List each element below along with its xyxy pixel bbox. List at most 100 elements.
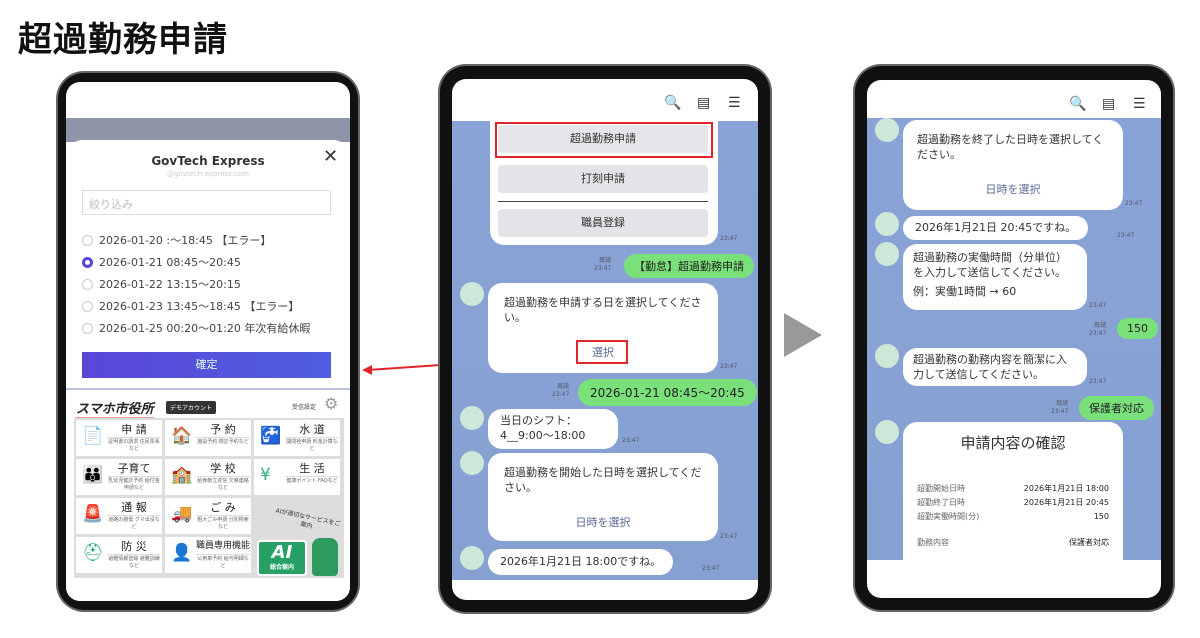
timestamp: 23:47 [1089, 378, 1107, 385]
tile-name: 学 校 [196, 461, 250, 477]
rich-menu: 超過勤務申請 打刻申請 職員登録 [490, 121, 718, 245]
timestamp: 23:47 [1117, 232, 1135, 239]
message-example: 例：実働1時間 → 60 [913, 285, 1017, 298]
confirm-button[interactable]: 確定 [82, 352, 331, 378]
bot-message: 超過勤務を開始した日時を選択してください。 日時を選択 [488, 453, 718, 541]
my-message: 保護者対応 [1079, 396, 1154, 420]
close-icon[interactable]: ✕ [323, 146, 339, 167]
ai-label: AI [271, 542, 293, 563]
select-link[interactable]: 選択 [592, 346, 614, 359]
service-tile[interactable]: 🚚ご み粗大ごみ申請 分別検索など [165, 498, 251, 534]
my-message: 150 [1117, 318, 1158, 339]
service-icon: 🚰 [260, 426, 282, 446]
row-value: 150 [1093, 512, 1109, 521]
option-label: 2026-01-25 00:20〜01:20 年次有給休暇 [99, 322, 311, 335]
menu-icon[interactable]: ☰ [728, 95, 741, 111]
gear-icon[interactable]: ⚙ [324, 394, 339, 413]
bot-message: 超過勤務を終了した日時を選択してください。 日時を選択 [903, 120, 1123, 210]
city-logo: スマホ市役所 [76, 398, 154, 419]
select-modal: GovTech Express @govtech-express.com ✕ 絞… [68, 140, 348, 388]
bot-avatar [875, 242, 899, 266]
service-tile[interactable]: 🚰水 道開閉栓申請 料金計算など [254, 420, 340, 456]
radio-icon[interactable] [82, 278, 93, 290]
service-tile[interactable]: 👪子育て乳幼児健診予約 給付金申請など [76, 459, 162, 495]
service-icon: 🚨 [82, 504, 104, 524]
radio-option[interactable]: 2026-01-23 13:45〜18:45 【エラー】 [82, 298, 299, 314]
bot-avatar [460, 406, 484, 430]
radio-icon[interactable] [82, 256, 93, 268]
service-tile[interactable]: 🏫学 校給食献立返信 欠席連絡など [165, 459, 251, 495]
tile-name: 予 約 [196, 422, 250, 438]
service-tile[interactable]: ¥生 活健康ポイント FAQなど [254, 459, 340, 495]
datetime-link[interactable]: 日時を選択 [985, 183, 1041, 196]
row-value: 保護者対応 [1069, 538, 1109, 547]
radio-option[interactable]: 2026-01-20 :〜18:45 【エラー】 [82, 232, 271, 248]
document-icon[interactable]: ▤ [697, 95, 711, 111]
service-icon: 📄 [82, 426, 104, 446]
service-tile[interactable]: ⛑防 災避難情報登録 避難訓練など [76, 537, 162, 573]
phone-left: GovTech Express @govtech-express.com ✕ 絞… [58, 73, 358, 610]
bot-avatar [875, 212, 899, 236]
chat-area: 超過勤務を終了した日時を選択してください。 日時を選択 23:47 2026年1… [867, 118, 1161, 562]
highlight-box [495, 122, 713, 158]
filter-input[interactable]: 絞り込み [82, 190, 331, 215]
settings-label[interactable]: 受信設定 [292, 404, 317, 411]
message-text: 超過勤務を申請する日を選択してください。 [504, 296, 702, 324]
menu-clock[interactable]: 打刻申請 [498, 165, 708, 193]
service-tile[interactable]: 👤職員専用機能公用車予約 給与明細など [165, 537, 251, 573]
tile-desc: 証明書の請求 住民票系など [108, 439, 160, 452]
bot-message: 超過勤務の実働時間（分単位）を入力して送信してください。 例：実働1時間 → 6… [903, 244, 1087, 310]
tile-name: 防 災 [107, 539, 161, 555]
timestamp: 23:47 [702, 565, 720, 572]
radio-icon[interactable] [82, 234, 93, 246]
menu-staff[interactable]: 職員登録 [498, 209, 708, 237]
message-text: 超過勤務を開始した日時を選択してください。 [504, 466, 702, 494]
radio-icon[interactable] [82, 322, 93, 334]
bot-message: 超過勤務の勤務内容を簡潔に入力して送信してください。 [903, 348, 1087, 386]
row-value: 2026年1月21日 18:00 [1023, 484, 1109, 493]
datetime-link[interactable]: 日時を選択 [575, 516, 631, 529]
bot-avatar [875, 344, 899, 368]
tile-desc: 乳幼児健診予約 給付金申請など [108, 478, 160, 491]
city-app: スマホ市役所 デモアカウント 受信設定 ⚙ 👤職員専用機能公用車予約 給与明細な… [66, 388, 350, 601]
service-tile[interactable]: 🏠予 約施設予約 検診予約など [165, 420, 251, 456]
radio-option[interactable]: 2026-01-25 00:20〜01:20 年次有給休暇 [82, 320, 310, 336]
tile-desc: 健康ポイント FAQなど [286, 478, 338, 484]
tile-desc: 施設予約 検診予約など [197, 439, 249, 445]
search-clock-icon[interactable]: 🔍 [664, 95, 682, 111]
service-icon: 👤 [171, 543, 193, 563]
row-value: 2026年1月21日 20:45 [1023, 498, 1109, 507]
arrow-right-icon [784, 313, 822, 357]
message-text: 超過勤務を終了した日時を選択してください。 [917, 133, 1104, 161]
tile-desc: 粗大ごみ申請 分別検索など [197, 517, 249, 530]
bot-message: 2026年1月21日 20:45ですね。 [903, 216, 1089, 240]
radio-option[interactable]: 2026-01-22 13:15〜20:15 [82, 276, 241, 292]
bot-avatar [875, 118, 899, 142]
ai-speech-bubble: AIが適切なサービスをご案内 [274, 507, 341, 531]
timestamp: 23:47 [720, 533, 738, 540]
menu-icon[interactable]: ☰ [1133, 96, 1146, 112]
service-tile[interactable]: 🚨通 報道路の損傷 クマ出没など [76, 498, 162, 534]
menu-overtime[interactable]: 超過勤務申請 [498, 125, 708, 153]
search-clock-icon[interactable]: 🔍 [1069, 96, 1087, 112]
confirm-title: 申請内容の確認 [960, 434, 1066, 452]
service-icon: 🚚 [171, 504, 193, 524]
tile-desc: 開閉栓申請 料金計算など [286, 439, 338, 452]
radio-icon[interactable] [82, 300, 93, 312]
service-tile[interactable]: 📄申 請証明書の請求 住民票系など [76, 420, 162, 456]
confirm-row: 超勤実働時間(分)150 [917, 512, 1109, 522]
tile-desc: 避難情報登録 避難訓練など [108, 556, 160, 569]
row-key: 超勤終了日時 [917, 498, 965, 507]
service-icon: 👪 [82, 465, 104, 485]
document-icon[interactable]: ▤ [1102, 96, 1116, 112]
phone-right: 🔍 ▤ ☰ 超過勤務を終了した日時を選択してください。 日時を選択 23:47 … [855, 66, 1173, 610]
bot-message: 2026年1月21日 18:00ですね。 [488, 549, 674, 575]
radio-option[interactable]: 2026-01-21 08:45〜20:45 [82, 254, 241, 270]
timestamp: 23:47 [720, 363, 738, 370]
